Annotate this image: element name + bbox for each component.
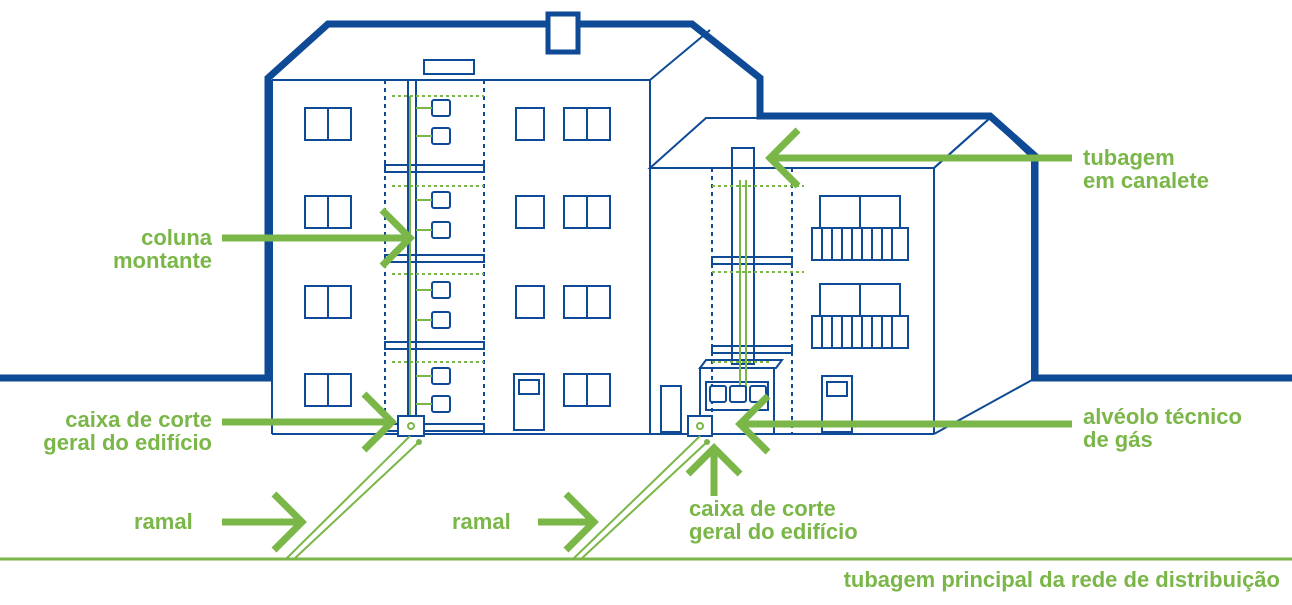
arrow-coluna [222,207,415,269]
label-line: geral do edifício [689,519,858,544]
balconies [811,195,909,349]
door-left [513,373,545,431]
shutoff-box-left [397,415,425,437]
label-caixa-corte-left: caixa de corte geral do edifício [0,408,212,454]
label-coluna-montante: coluna montante [80,226,212,272]
windows-mid [515,107,611,407]
label-line: montante [113,248,212,273]
ramal-line-left [292,441,420,561]
arrow-caixa-left [222,391,397,453]
label-ramal-mid: ramal [452,509,511,534]
label-tubagem-canalete: tubagem em canalete [1083,146,1209,192]
label-line: caixa de corte [65,407,212,432]
right-building [647,116,1033,435]
left-gas-system [392,95,484,416]
label-ramal-left: ramal [134,509,193,534]
label-caixa-corte-mid: caixa de corte geral do edifício [689,497,858,543]
arrow-ramal-mid [538,491,599,553]
right-meters [709,385,767,403]
ramal-line-mid [579,441,708,561]
arrow-ramal-left [222,491,307,553]
label-line: de gás [1083,427,1153,452]
ramal-line-mid-2 [571,435,701,561]
label-line: em canalete [1083,168,1209,193]
label-tubagem-principal: tubagem principal da rede de distribuiçã… [843,567,1280,592]
label-line: tubagem [1083,145,1175,170]
arrow-caixa-mid [685,443,743,496]
door-right [821,375,853,433]
label-alveolo-tecnico: alvéolo técnico de gás [1083,405,1242,451]
windows-left [304,107,352,407]
right-gas-system [712,180,804,390]
arrow-alveolo [735,393,1072,455]
site-outline [0,20,1292,382]
label-line: geral do edifício [43,430,212,455]
left-building [271,29,711,435]
label-line: caixa de corte [689,496,836,521]
ramal-line-left-2 [284,435,411,561]
arrow-tubagem [765,127,1072,189]
shutoff-box-mid [687,415,713,437]
label-line: alvéolo técnico [1083,404,1242,429]
label-line: coluna [141,225,212,250]
chimney [545,11,581,55]
arrows [222,127,1072,553]
